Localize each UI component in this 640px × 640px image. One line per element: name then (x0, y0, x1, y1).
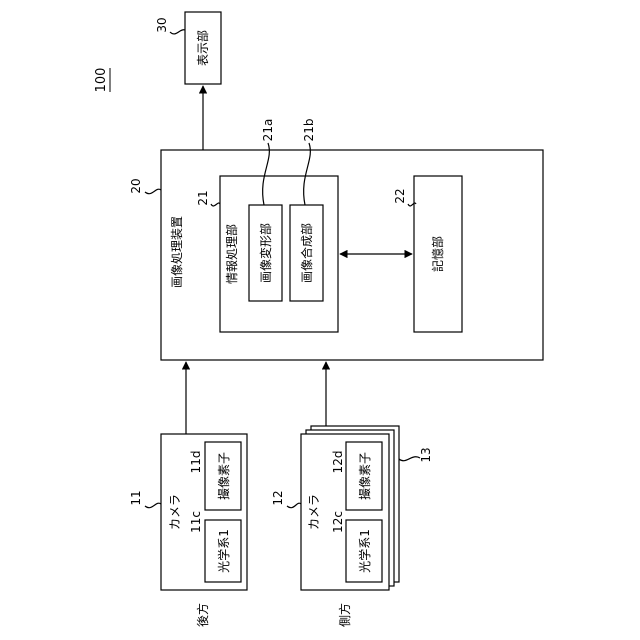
image-processing-device-box (161, 150, 543, 360)
image-compose-label: 画像合成部 (299, 223, 314, 283)
side-camera-label: カメラ (307, 494, 321, 530)
side-stack-ref: 13 (419, 447, 433, 462)
display-unit-label: 表示部 (195, 30, 210, 66)
rear-sensor-ref: 11d (189, 451, 203, 474)
display-unit-ref: 30 (155, 17, 169, 32)
side-sensor-label: 撮像素子 (358, 452, 372, 500)
rear-camera-label: カメラ (168, 494, 182, 530)
image-transform-label: 画像変形部 (258, 223, 273, 283)
svg-text:100: 100 (94, 68, 109, 93)
side-sensor-ref: 12d (331, 451, 345, 474)
rear-optical-ref: 11c (189, 511, 203, 533)
info-processing-label: 情報処理部 (224, 224, 239, 284)
image-processing-device-ref: 20 (129, 178, 143, 193)
storage-label: 記憶部 (430, 236, 445, 272)
figure-ref: 100 (94, 68, 110, 93)
image-compose-ref: 21b (302, 119, 316, 142)
rear-camera-ref: 11 (129, 490, 143, 505)
side-camera-ref: 12 (271, 490, 285, 505)
side-optical-ref: 12c (331, 511, 345, 533)
info-processing-ref: 21 (196, 190, 210, 205)
image-transform-ref: 21a (261, 119, 275, 142)
image-processing-device-label: 画像処理装置 (170, 216, 184, 288)
storage-ref: 22 (393, 188, 407, 203)
side-position-label: 側方 (337, 603, 352, 627)
rear-sensor-label: 撮像素子 (217, 452, 231, 500)
rear-position-label: 後方 (195, 603, 210, 627)
side-optical-label: 光学系1 (357, 529, 372, 573)
rear-optical-label: 光学系1 (216, 529, 231, 573)
